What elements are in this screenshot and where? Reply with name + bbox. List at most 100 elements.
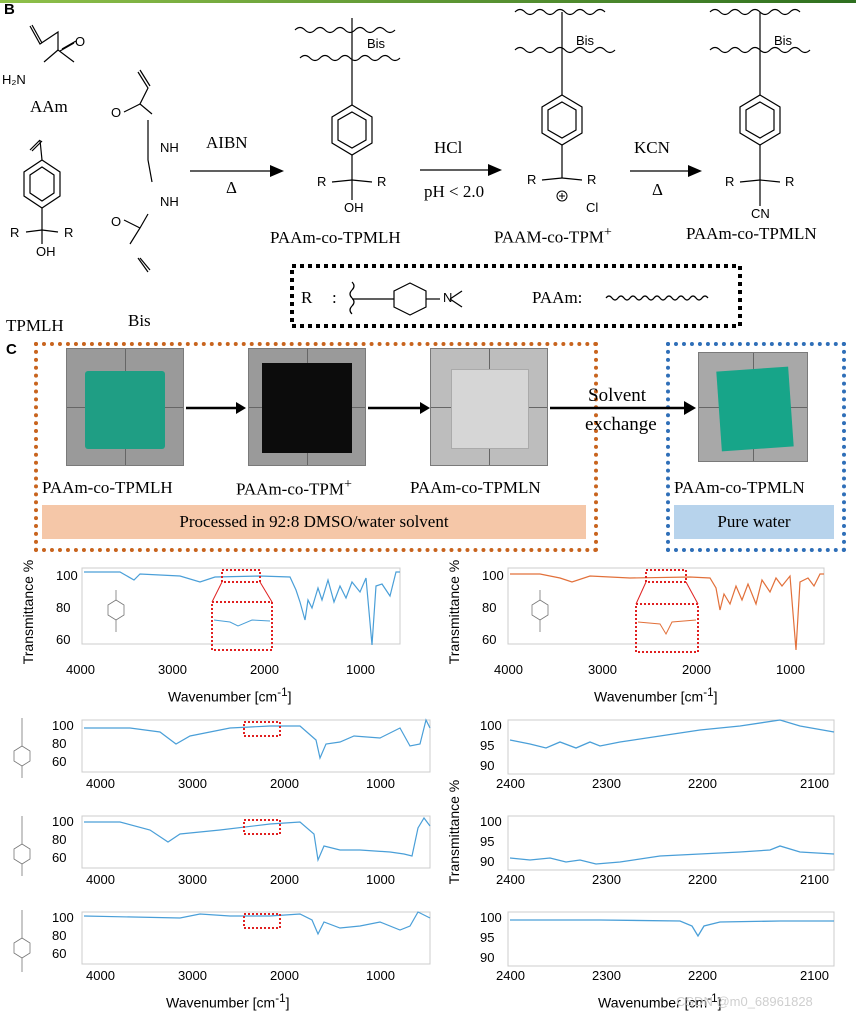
xtick-wide-2-0: 4000 — [86, 872, 115, 887]
label-delta-2: Δ — [652, 180, 663, 199]
ytick-zoom-2-2: 90 — [480, 950, 495, 965]
ytick-zoom-2-0: 100 — [480, 910, 502, 925]
xtick-zoom-2-1: 2300 — [592, 968, 621, 983]
atom-r-tpmlh-right: R — [64, 225, 74, 240]
atom-r-p2-left: R — [527, 172, 537, 187]
atom-nh-bis-1: NH — [160, 140, 179, 155]
photo-paam-co-tpm — [248, 348, 366, 466]
spectrum-gel-tpmlh-wide — [81, 718, 431, 773]
ytick-mid-0-2: 60 — [52, 754, 67, 769]
ytick-zoom-1-0: 100 — [480, 814, 502, 829]
ytick-tl-2: 60 — [56, 632, 71, 647]
photo-label-2-charge: + — [344, 476, 352, 492]
panel-c-letter: C — [6, 341, 17, 358]
xtick-wide-1-2: 2000 — [270, 776, 299, 791]
ytick-zoom-0-1: 95 — [480, 738, 495, 753]
photo-label-3: PAAm-co-TPMLN — [410, 478, 541, 497]
ytick-zoom-0-2: 90 — [480, 758, 495, 773]
ytick-zoom-2-1: 95 — [480, 930, 495, 945]
ytick-tl-0: 100 — [56, 568, 78, 583]
ylabel-top-right: Transmittance % — [446, 559, 462, 665]
atom-oh-tpmlh: OH — [36, 244, 56, 259]
ytick-mid-0-1: 80 — [52, 736, 67, 751]
label-product-2: PAAM-co-TPM+ — [494, 224, 612, 247]
spectrum-monomer-blue — [81, 567, 401, 651]
ytick-tr-0: 100 — [482, 568, 504, 583]
label-product-3: PAAm-co-TPMLN — [686, 224, 817, 243]
spectrum-zoom-1 — [507, 719, 835, 775]
arrow-head-kcn — [688, 165, 702, 177]
aam-bonds — [29, 25, 75, 63]
atom-o-bis-1: O — [111, 105, 122, 120]
xtick-zoom-0-1: 2300 — [592, 776, 621, 791]
label-product-1: PAAm-co-TPMLH — [270, 228, 401, 247]
xtick-wide-0-0: 4000 — [66, 662, 95, 677]
arrow-head-aibn — [270, 165, 284, 177]
arrow-label-solvent: Solvent — [588, 385, 647, 406]
photo-paam-co-tpmln-water — [698, 352, 808, 462]
legend-paam: PAAm: — [532, 288, 583, 307]
xtick-zoom-1-2: 2200 — [688, 872, 717, 887]
dmso-group-box — [34, 342, 598, 552]
legend-colon: : — [332, 288, 337, 307]
xtick-wide-3-0: 4000 — [86, 968, 115, 983]
arrow-head-hcl — [488, 164, 502, 176]
ytick-mid-1-2: 60 — [52, 850, 67, 865]
xtick-zoom-1-0: 2400 — [496, 872, 525, 887]
xtick-wide-3-2: 2000 — [270, 968, 299, 983]
atom-r-tpmlh-left: R — [10, 225, 20, 240]
xtick-topright-2: 2000 — [682, 662, 711, 677]
atom-bis-p3: Bis — [774, 33, 793, 48]
ylabel-top-left: Transmittance % — [20, 559, 36, 665]
photo-label-2: PAAm-co-TPM+ — [236, 476, 352, 499]
label-aibn: AIBN — [206, 133, 248, 152]
spectrum-zoom-3 — [507, 911, 835, 967]
label-aam: AAm — [30, 97, 68, 116]
atom-cn-p3: CN — [751, 206, 770, 221]
ytick-mid-1-1: 80 — [52, 832, 67, 847]
label-bis: Bis — [128, 311, 151, 330]
ytick-zoom-1-2: 90 — [480, 854, 495, 869]
atom-nh-bis-2: NH — [160, 194, 179, 209]
xtick-wide-0-1: 3000 — [158, 662, 187, 677]
xtick-wide-0-2: 2000 — [250, 662, 279, 677]
top-accent-bar — [0, 0, 856, 3]
xtick-wide-2-1: 3000 — [178, 872, 207, 887]
ytick-mid-0-0: 100 — [52, 718, 74, 733]
ytick-mid-1-0: 100 — [52, 814, 74, 829]
photo-paam-co-tpmln — [430, 348, 548, 466]
xlabel-top-right: Wavenumber [cm-1] — [594, 686, 718, 705]
atom-oh-p1: OH — [344, 200, 364, 215]
atom-o-aam: O — [75, 34, 86, 49]
atom-bis-p2: Bis — [576, 33, 595, 48]
atom-r-p1-right: R — [377, 174, 387, 189]
photo-label-1: PAAm-co-TPMLH — [42, 478, 173, 497]
spectrum-gel-tpmln-wide — [81, 911, 431, 965]
csdn-watermark: CSDN @m0_68961828 — [676, 994, 813, 1009]
atom-r-p3-right: R — [785, 174, 795, 189]
photo-paam-co-tpmlh — [66, 348, 184, 466]
label-delta-1: Δ — [226, 178, 237, 197]
xtick-zoom-1-3: 2100 — [800, 872, 829, 887]
reaction-scheme — [23, 8, 811, 328]
atom-bis-p1: Bis — [367, 36, 386, 51]
water-group-box — [666, 342, 846, 552]
xtick-zoom-0-2: 2200 — [688, 776, 717, 791]
xtick-zoom-2-2: 2200 — [688, 968, 717, 983]
xtick-zoom-0-0: 2400 — [496, 776, 525, 791]
label-product-2-charge: + — [603, 224, 612, 240]
atom-o-bis-2: O — [111, 214, 122, 229]
xtick-zoom-2-3: 2100 — [800, 968, 829, 983]
ytick-tr-2: 60 — [482, 632, 497, 647]
xtick-wide-2-2: 2000 — [270, 872, 299, 887]
processed-in-dmso-bar: Processed in 92:8 DMSO/water solvent — [42, 505, 586, 539]
ytick-mid-2-1: 80 — [52, 928, 67, 943]
xlabel-top-left: Wavenumber [cm-1] — [168, 686, 292, 705]
ytick-tr-1: 80 — [482, 600, 497, 615]
ftir-spectra — [13, 567, 835, 972]
xtick-wide-0-3: 1000 — [346, 662, 375, 677]
xtick-zoom-2-0: 2400 — [496, 968, 525, 983]
label-hcl: HCl — [434, 138, 463, 157]
xtick-topright-1: 3000 — [588, 662, 617, 677]
atom-r-p3-left: R — [725, 174, 735, 189]
